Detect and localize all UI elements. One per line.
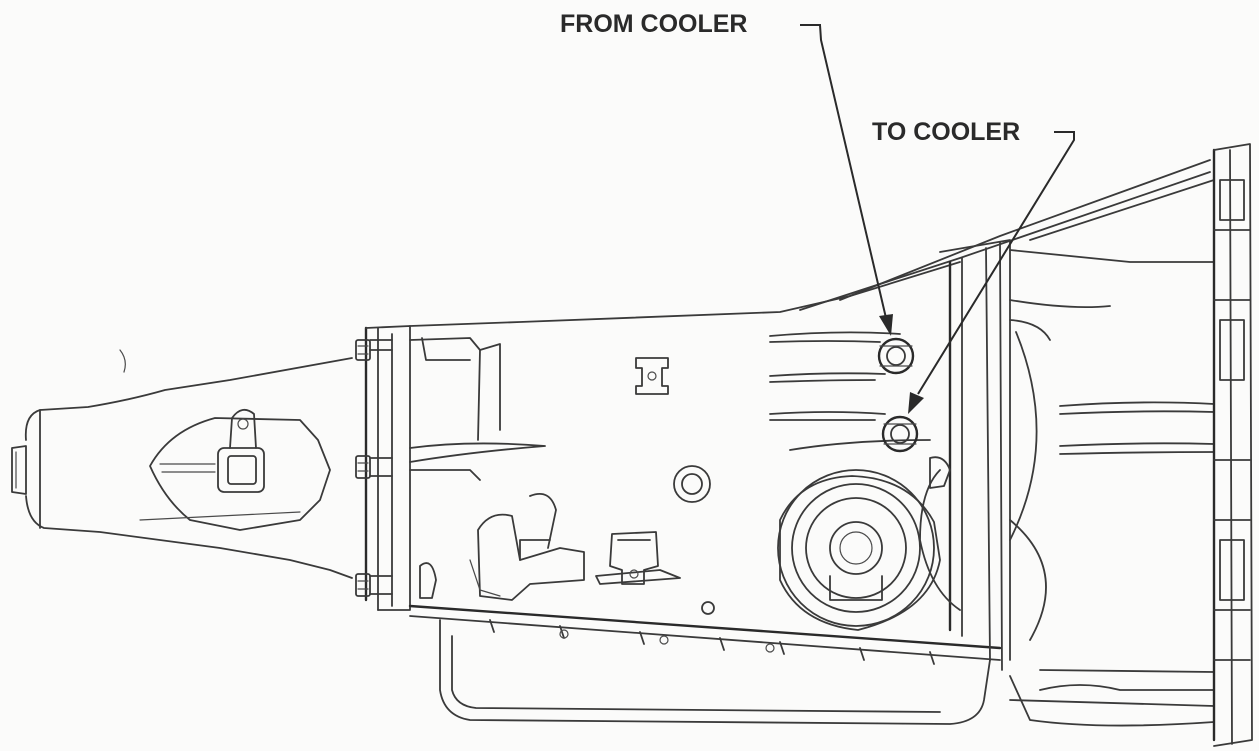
to-cooler-leader: [917, 131, 1075, 395]
main-case: [409, 159, 1215, 631]
to-cooler-label: TO COOLER: [872, 118, 1020, 146]
manual-shaft-linkage: [469, 492, 585, 601]
callout-from-cooler: FROM COOLER: [560, 10, 893, 336]
electrical-connector: [595, 531, 681, 585]
from-cooler-leader: [800, 24, 887, 319]
tailshaft-extension-housing: [11, 349, 353, 579]
speed-sensor: [217, 408, 265, 493]
bell-housing: [1009, 249, 1215, 727]
flange-bolt: [355, 573, 371, 597]
flange-bolt: [355, 339, 371, 361]
from-cooler-label: FROM COOLER: [560, 10, 748, 38]
from-cooler-arrowhead: [879, 314, 893, 336]
servo-cover: [777, 469, 941, 631]
oil-pan: [408, 604, 1002, 725]
callout-to-cooler: TO COOLER: [872, 118, 1075, 414]
to-cooler-arrowhead: [908, 392, 924, 414]
front-flange: [1212, 143, 1253, 747]
case-plug: [673, 465, 711, 503]
flange-bolt: [355, 455, 371, 479]
cooler-fitting-from: [877, 337, 915, 375]
id-tag: [635, 357, 669, 395]
front-case-section: [919, 239, 1011, 671]
cooler-fitting-to: [881, 415, 919, 453]
rear-flange: [355, 325, 411, 611]
